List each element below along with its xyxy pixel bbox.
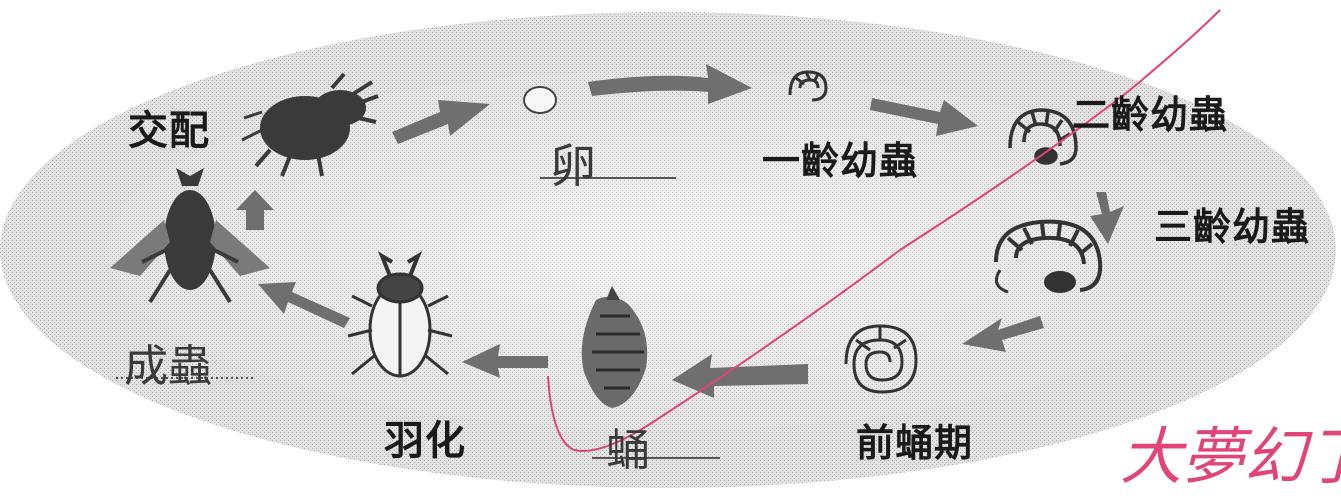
adult-beetle-illustration <box>110 168 270 304</box>
pink-pen-stroke <box>547 9 1221 452</box>
prepupa-illustration <box>844 324 918 394</box>
instar2-larva-illustration <box>1008 108 1078 166</box>
mating-beetles-illustration <box>241 72 379 177</box>
instar3-larva-illustration <box>994 219 1103 294</box>
pink-handwritten-note: 大夢幻了 <box>1120 420 1341 493</box>
arrow-instar3-to-prepupa <box>962 316 1044 352</box>
arrow-instar2-to-instar3 <box>1090 192 1124 244</box>
arrow-adult-to-mating <box>236 190 274 230</box>
handwritten-adult: 成蟲 <box>124 341 212 392</box>
label-instar3: 三齡幼蟲 <box>1154 205 1311 249</box>
label-prepupa: 前蛹期 <box>856 421 974 465</box>
label-instar2: 二齡幼蟲 <box>1072 93 1229 137</box>
arrow-mating-to-egg <box>392 100 490 144</box>
pupa-illustration <box>581 286 648 408</box>
emerging-beetle-illustration <box>347 251 453 378</box>
label-eclosion: 羽化 <box>384 418 466 464</box>
arrow-egg-to-instar1 <box>588 64 752 104</box>
instar1-larva-illustration <box>788 70 828 102</box>
label-mating: 交配 <box>128 108 210 154</box>
arrow-pupa-to-eclosion <box>462 344 548 378</box>
handwritten-egg: 卵 <box>550 139 596 193</box>
handwritten-pupa: 蛹 <box>606 425 650 476</box>
arrow-instar1-to-instar2 <box>870 98 978 136</box>
label-instar1: 一齡幼蟲 <box>762 139 919 183</box>
egg-illustration <box>523 86 557 114</box>
arrow-eclosion-to-adult <box>258 282 350 328</box>
